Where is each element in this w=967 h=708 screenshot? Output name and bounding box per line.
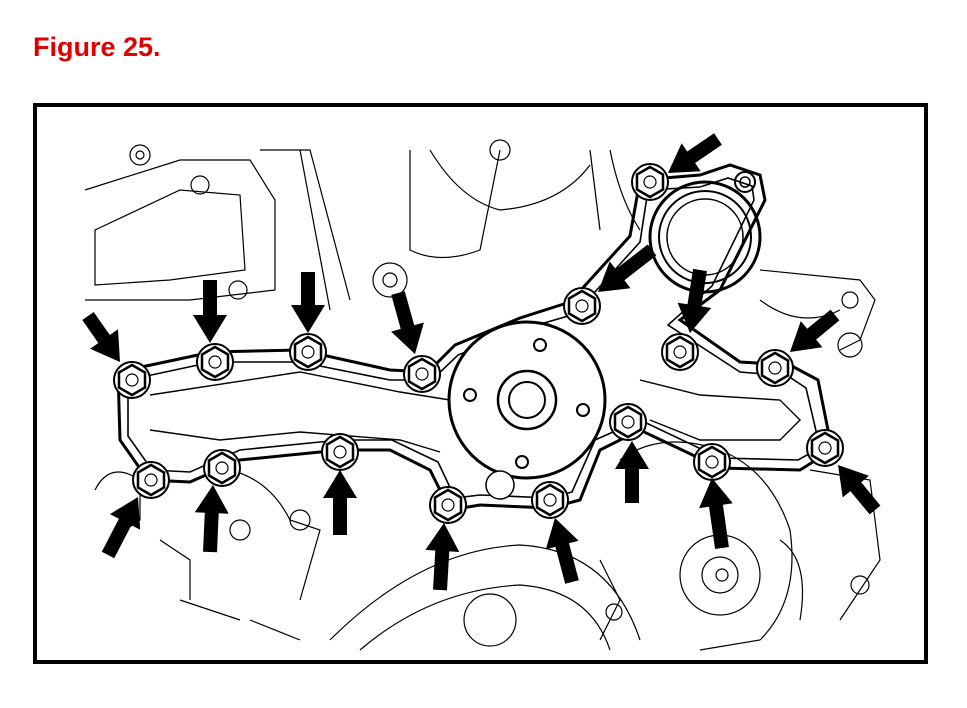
- bolt-pointer-arrow: [82, 312, 120, 362]
- bolt: [113, 361, 151, 399]
- bolt: [321, 433, 359, 471]
- bolt: [429, 486, 467, 524]
- bolt: [693, 443, 731, 481]
- bolt: [661, 333, 699, 371]
- bolt: [631, 163, 669, 201]
- bolt: [563, 287, 601, 325]
- bolt-pointer-arrow: [194, 485, 229, 553]
- bolt-pointer-arrow: [838, 465, 881, 515]
- bolt: [403, 355, 441, 393]
- bolt: [531, 481, 569, 519]
- bolt-pointer-arrow: [101, 497, 141, 559]
- bolt-pointer-arrow: [790, 309, 840, 352]
- pump-pulley: [447, 320, 607, 500]
- bolt-pointer-arrow: [425, 523, 460, 591]
- bolt-pointer-arrow: [545, 518, 579, 584]
- bolt: [196, 343, 234, 381]
- bolt-pointer-arrow: [699, 478, 733, 549]
- bolt: [289, 333, 327, 371]
- water-pump-diagram: [82, 133, 881, 651]
- figure-title: Figure 25.: [33, 32, 161, 62]
- diagram-frame: [33, 103, 928, 664]
- bolt-pointer-arrow: [615, 441, 649, 503]
- bolt-pointer-arrow: [291, 272, 325, 333]
- bolt: [756, 349, 794, 387]
- bolt-pointer-arrow: [391, 291, 424, 354]
- bolt-pointer-arrow: [323, 470, 357, 535]
- bolt: [203, 449, 241, 487]
- bolt: [609, 403, 647, 441]
- bolt: [132, 461, 170, 499]
- arrow-layer: [82, 133, 881, 591]
- bolt-pointer-arrow: [193, 280, 227, 343]
- bolt-pointer-arrow: [677, 268, 712, 333]
- bolt-pointer-arrow: [668, 133, 722, 173]
- bolt-layer: [113, 163, 844, 524]
- bolt: [806, 429, 844, 467]
- bolt-pointer-arrow: [598, 244, 657, 292]
